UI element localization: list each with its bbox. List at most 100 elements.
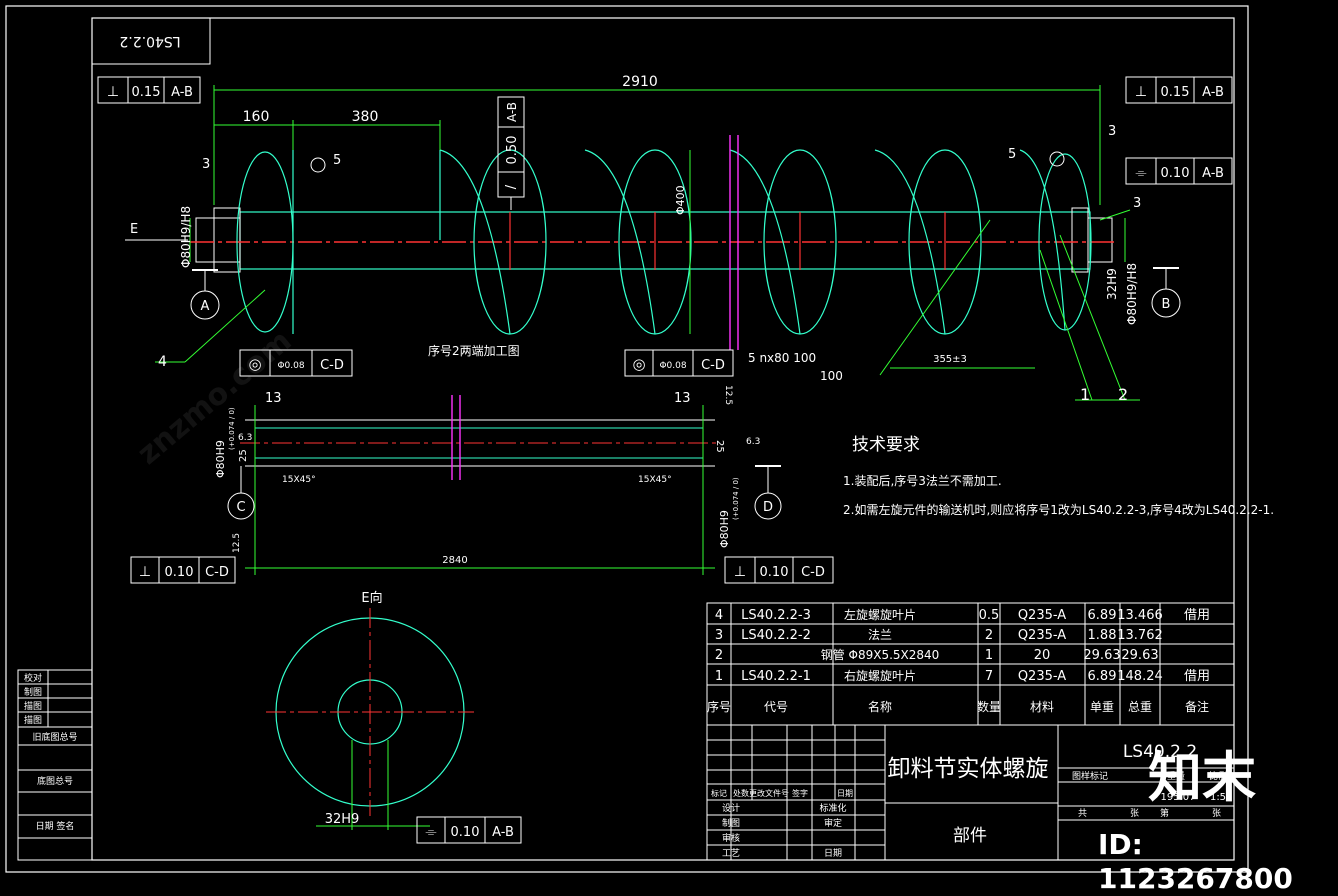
screw-assembly: [190, 135, 1118, 350]
watermark-id: ID: 1123267800: [1098, 828, 1293, 895]
svg-text:0.50: 0.50: [505, 136, 520, 165]
bom-header-qty: 数量: [977, 699, 1001, 714]
e-view-label: E向: [361, 590, 382, 606]
bom-header-code: 代号: [764, 700, 788, 714]
bom-cell-mat: Q235-A: [1018, 608, 1066, 623]
revision-labels: 标记处数更改文件号签字日期: [711, 788, 853, 798]
bom-cell-no: 1: [715, 669, 723, 684]
weld-left: 5: [333, 153, 341, 168]
dim-phi80-left: Φ80H9/H8: [179, 206, 193, 268]
svg-text:⌯: ⌯: [1135, 165, 1146, 181]
bom-cell-qty: 1: [985, 648, 993, 663]
gdt-top-left: ⊥ 0.15 A-B: [97, 76, 201, 104]
svg-text:⊥: ⊥: [107, 84, 119, 100]
weld-marker-right: [1049, 151, 1065, 167]
dim-355: 355±3: [933, 354, 967, 365]
inner-border: [91, 17, 1235, 861]
bom-cell-name: 法兰: [868, 628, 892, 642]
rev-label: 标记: [711, 788, 727, 798]
dim-2910: 2910: [622, 74, 658, 90]
sheet-label2: 张: [1212, 808, 1221, 819]
side-date-sign: 日期 签名: [36, 820, 75, 832]
svg-text:Φ0.08: Φ0.08: [277, 361, 304, 371]
dim-phi80-d: Φ80H9: [718, 510, 731, 548]
tech-line2: 2.如需左旋元件的输送机时,则应将序号1改为LS40.2.2-3,序号4改为LS…: [843, 502, 1274, 517]
gdt-sym-bottom: ⌯ 0.10 A-B: [416, 816, 522, 844]
outer-border: [5, 5, 1249, 873]
section-lines: [509, 212, 946, 270]
svg-text:0.10: 0.10: [165, 565, 194, 580]
right-journal: [1087, 217, 1113, 263]
svg-text:0.10: 0.10: [451, 825, 480, 840]
svg-text:C-D: C-D: [701, 358, 725, 373]
part2-title: 序号2两端加工图: [428, 343, 520, 358]
role-label-2: 审定: [824, 817, 842, 829]
role-label-2: 日期: [824, 848, 842, 859]
flight-front: [439, 149, 511, 335]
dim-6.3a: 6.3: [238, 433, 252, 443]
rev-label: 处数: [733, 788, 749, 798]
dim-13a: 13: [265, 391, 282, 406]
role-label: 制图: [722, 817, 740, 829]
datum-c: C: [236, 500, 245, 515]
right-flange: [1071, 207, 1089, 273]
gdt-perp-d: ⊥ 0.10 C-D: [724, 556, 834, 584]
stage-label: 图样标记: [1072, 770, 1108, 782]
weld-right: 5: [1008, 147, 1016, 162]
svg-text:⌯: ⌯: [425, 824, 436, 840]
side-label: 校对: [24, 672, 42, 684]
dim-12.5a: 12.5: [232, 533, 242, 553]
role-label: 设计: [722, 802, 740, 814]
dim-25a: 25: [238, 449, 249, 462]
chamfer-left: 15X45°: [282, 475, 316, 485]
bom-cell-name: 钢管 Φ89X5.5X2840: [821, 647, 940, 662]
chamfer-right: 15X45°: [638, 475, 672, 485]
svg-text:◎: ◎: [632, 355, 645, 373]
bom-header-name: 名称: [868, 699, 892, 714]
bom-cell-no: 2: [715, 648, 723, 663]
sheet-no: 第: [1160, 807, 1169, 819]
flights: [236, 149, 1092, 335]
tech-title: 技术要求: [852, 435, 920, 455]
side-label: 描图: [24, 700, 42, 712]
sheet-label: 张: [1130, 808, 1139, 819]
dimensions: [189, 85, 1126, 369]
dim-13b: 13: [674, 391, 691, 406]
svg-text:C-D: C-D: [801, 565, 825, 580]
datum-a: A: [201, 299, 210, 314]
bom-cell-unit: 6.89: [1088, 608, 1117, 623]
gdt-runout: / 0.50 A-B: [497, 96, 525, 210]
flight-front: [729, 149, 801, 335]
bom-cell-no: 3: [715, 628, 723, 643]
scale-label: 比例: [1209, 770, 1227, 782]
bom-cell-total: 13.466: [1117, 608, 1163, 623]
bom-header-no: 序号: [707, 699, 731, 714]
dim-6.3b: 6.3: [746, 437, 760, 447]
code-box: [91, 17, 211, 65]
left-journal: [195, 217, 241, 263]
svg-text:A-B: A-B: [1202, 166, 1224, 181]
leader-2: 2: [1118, 385, 1128, 404]
bom-cell-unit: 6.89: [1088, 669, 1117, 684]
dim-2840: 2840: [442, 555, 467, 566]
bom-cell-qty: 2: [985, 628, 993, 643]
gdt-conc-right: ◎ Φ0.08 C-D: [624, 349, 734, 377]
dim-phi80-c: Φ80H9: [214, 440, 227, 478]
bom-header-total: 总重: [1128, 700, 1152, 714]
dim-phi80-right: Φ80H9/H8: [1125, 263, 1139, 325]
rev-label: 更改文件号: [749, 788, 789, 798]
svg-text:⊥: ⊥: [1135, 84, 1147, 100]
svg-text:0.10: 0.10: [760, 565, 789, 580]
weld-marker-left: [310, 157, 326, 173]
rev-label: 日期: [837, 789, 853, 798]
dim-25b: 25: [714, 440, 725, 453]
flight-front: [874, 149, 946, 335]
watermark-logo: 知末: [1148, 746, 1256, 809]
bom-cell-note: 借用: [1184, 608, 1210, 623]
dim-160: 160: [243, 109, 270, 125]
scale: 1:5: [1210, 792, 1226, 803]
svg-text:A-B: A-B: [505, 102, 519, 122]
